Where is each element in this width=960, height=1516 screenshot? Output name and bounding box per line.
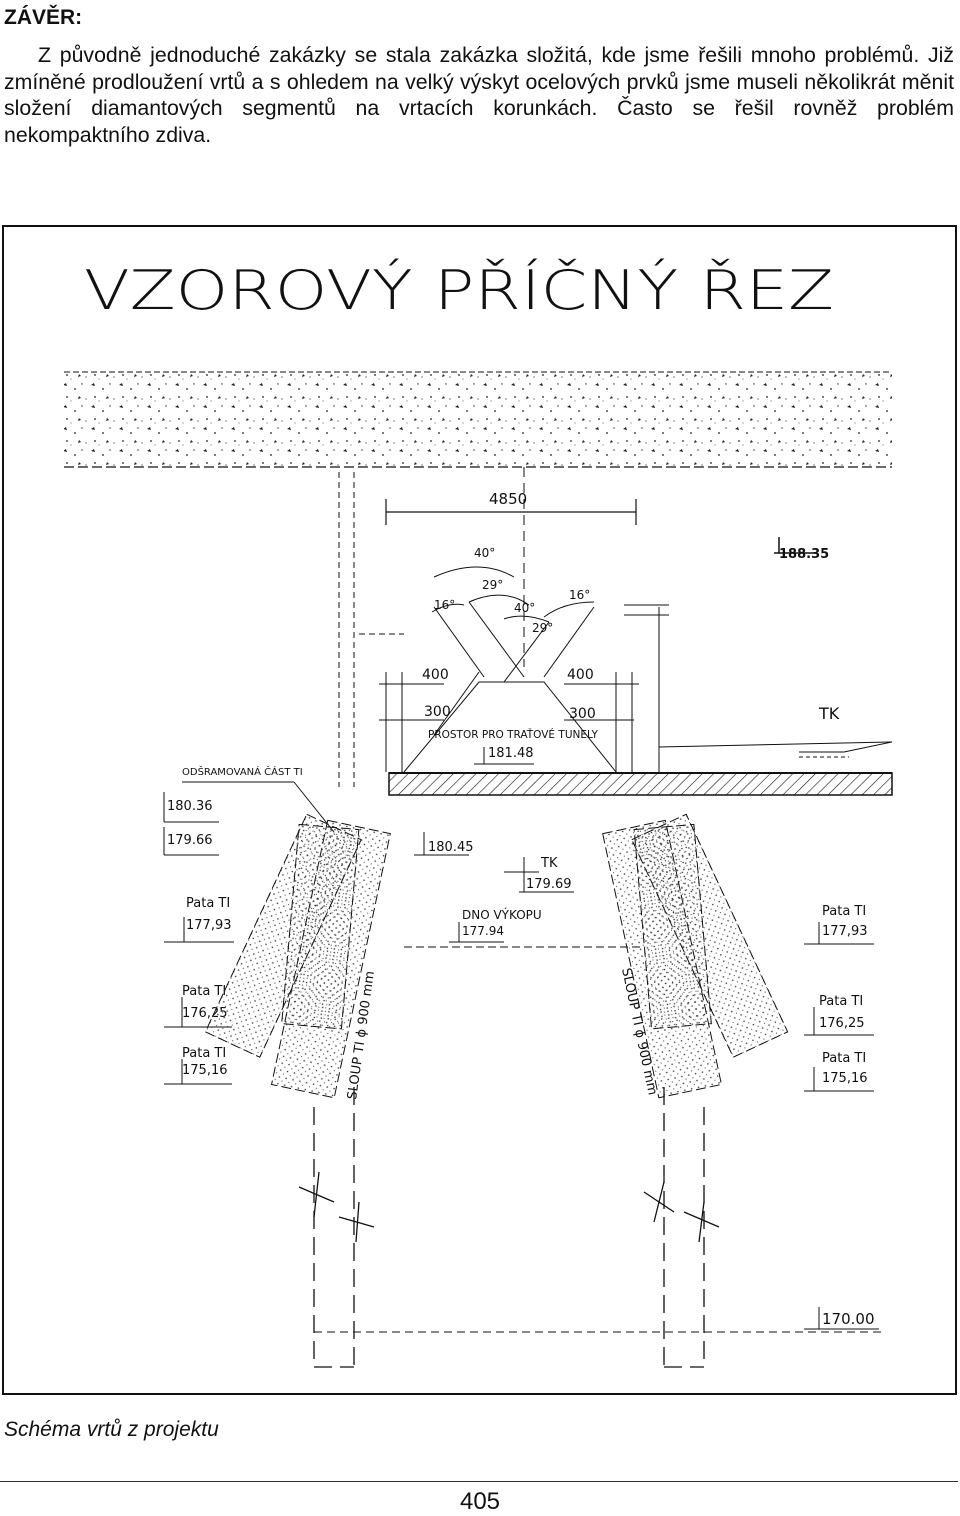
level-188-marker bbox=[774, 537, 816, 554]
level-175-16-left: 175,16 bbox=[182, 1063, 228, 1078]
figure-caption: Schéma vrtů z projektu bbox=[4, 1418, 219, 1441]
left-columns bbox=[204, 813, 391, 1099]
tk-right-marker bbox=[799, 741, 893, 758]
pata-right-1: Pata TI bbox=[822, 904, 866, 919]
pata-left-2: Pata TI bbox=[182, 984, 226, 999]
shotcrete-label: ODŠRAMOVANÁ ČÁST TI bbox=[182, 765, 303, 778]
angle-40-top: 40° bbox=[474, 546, 495, 560]
hatched-slab bbox=[388, 772, 893, 796]
level-180-36: 180.36 bbox=[167, 799, 213, 814]
conclusion-paragraph: Z původně jednoduché zakázky se stala za… bbox=[4, 43, 954, 147]
tk-right-label: TK bbox=[818, 704, 840, 723]
drawing-canvas: VZOROVÝ PŘÍČNÝ ŘEZ 4850 188.35 bbox=[64, 259, 893, 1368]
angle-16-a: 16° bbox=[434, 598, 455, 612]
cross-section-drawing: VZOROVÝ PŘÍČNÝ ŘEZ 4850 188.35 bbox=[2, 225, 957, 1395]
dimension-4850 bbox=[385, 499, 637, 525]
drawing-title: VZOROVÝ PŘÍČNÝ ŘEZ bbox=[84, 259, 834, 322]
level-177-93-right: 177,93 bbox=[822, 924, 868, 939]
footer-rule bbox=[0, 1481, 958, 1482]
level-181-marker bbox=[474, 747, 534, 765]
angle-marks bbox=[431, 566, 669, 683]
level-181-48: 181.48 bbox=[488, 746, 534, 761]
level-176-25-right: 176,25 bbox=[819, 1016, 865, 1031]
level-180-45: 180.45 bbox=[428, 840, 474, 855]
dim-400-left: 400 bbox=[422, 667, 449, 683]
page-number: 405 bbox=[459, 1488, 501, 1515]
tunnel-space-label: PROSTOR PRO TRAŤOVÉ TUNELY bbox=[428, 728, 598, 741]
level-188-35: 188.35 bbox=[779, 547, 829, 562]
level-179-66: 179.66 bbox=[167, 833, 213, 848]
ground-layer bbox=[64, 370, 892, 468]
dim-300-left: 300 bbox=[424, 704, 451, 720]
level-179-69: 179.69 bbox=[526, 877, 572, 892]
pata-left-3: Pata TI bbox=[182, 1046, 226, 1061]
pile-cross-marks bbox=[298, 1171, 720, 1243]
vertical-piles bbox=[313, 1087, 705, 1368]
pata-left-1: Pata TI bbox=[186, 896, 230, 911]
dims-400-300 bbox=[379, 672, 639, 772]
dno-vykopu-label: DNO VÝKOPU bbox=[462, 907, 542, 922]
level-170-marker bbox=[804, 1307, 879, 1330]
pata-right-2: Pata TI bbox=[819, 994, 863, 1009]
construction-lines bbox=[338, 467, 893, 948]
level-170-00: 170.00 bbox=[822, 1310, 875, 1328]
angle-40-b: 40° bbox=[514, 601, 535, 615]
center-level-marks bbox=[414, 832, 574, 943]
conclusion-heading: ZÁVĚR: bbox=[4, 6, 83, 29]
dim-4850-label: 4850 bbox=[489, 490, 527, 508]
level-175-16-right: 175,16 bbox=[822, 1071, 868, 1086]
dim-400-right: 400 bbox=[567, 667, 594, 683]
right-level-marks bbox=[804, 922, 874, 1092]
level-177-93-left: 177,93 bbox=[186, 918, 232, 933]
right-columns bbox=[602, 813, 789, 1099]
tk-center-label: TK bbox=[540, 856, 558, 871]
pata-right-3: Pata TI bbox=[822, 1051, 866, 1066]
level-177-94: 177.94 bbox=[462, 924, 504, 938]
angle-16-b: 16° bbox=[569, 588, 590, 602]
angle-29-a: 29° bbox=[482, 578, 503, 592]
dim-300-right: 300 bbox=[569, 706, 596, 722]
angle-29-b: 29° bbox=[532, 621, 553, 635]
